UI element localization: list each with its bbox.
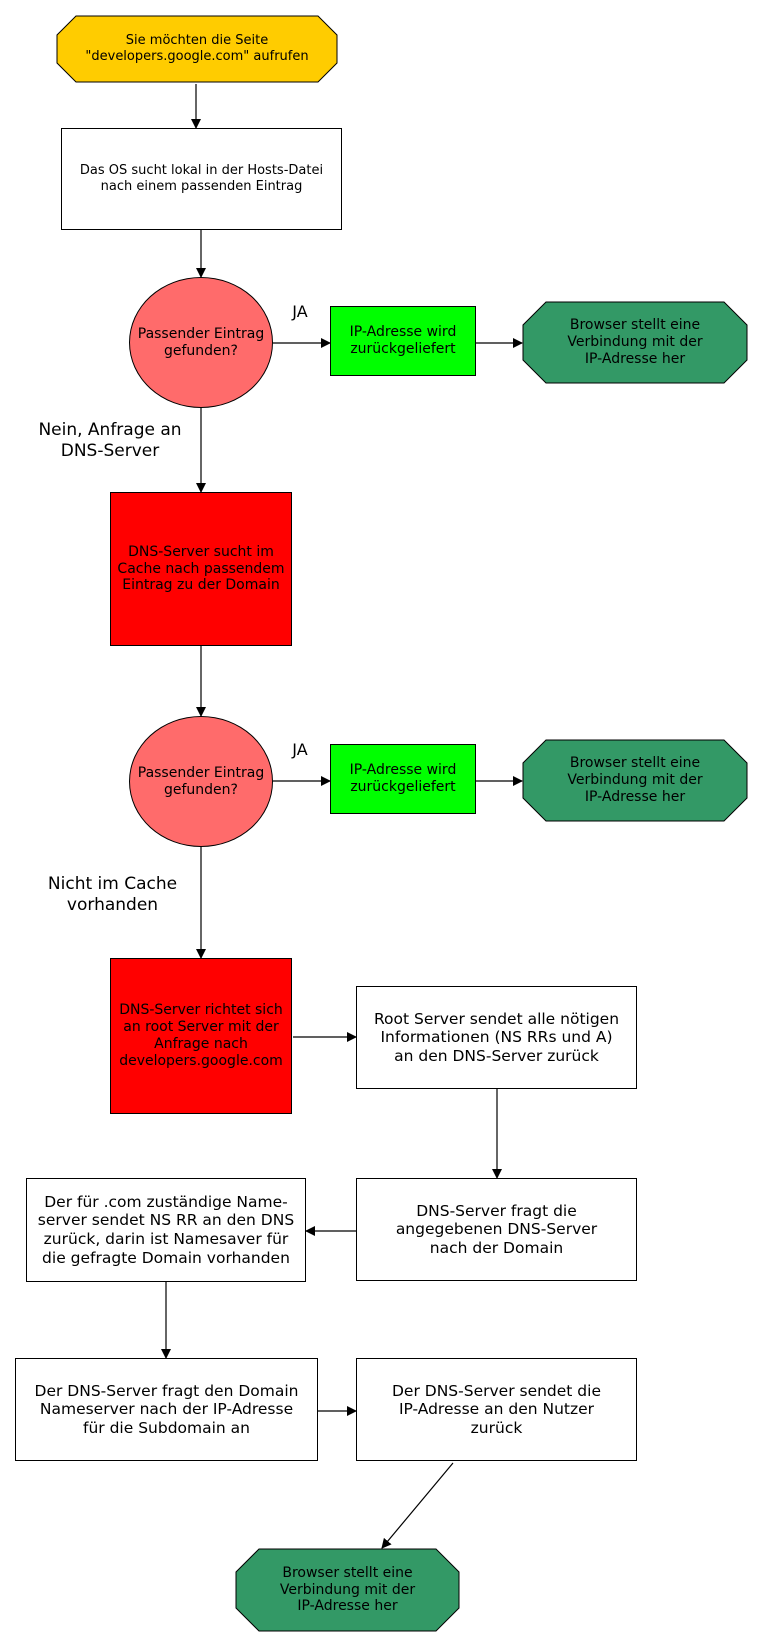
decision-1-label: Passender Eintrag gefunden? <box>137 325 265 359</box>
dns-cache-box: DNS-Server sucht im Cache nach passendem… <box>110 492 292 646</box>
dns-ask-label: DNS-Server fragt die angegebenen DNS-Ser… <box>395 1201 598 1257</box>
yes-1-label: JA <box>292 302 308 321</box>
no-1-label: Nein, Anfrage an DNS-Server <box>38 420 182 462</box>
browser-2-label: Browser stellt eine Verbindung mit der I… <box>567 755 703 805</box>
decision-2-circle: Passender Eintrag gefunden? <box>129 716 273 847</box>
browser-2-node: Browser stellt eine Verbindung mit der I… <box>522 739 748 822</box>
start-node: Sie möchten die Seite "developers.google… <box>56 15 338 83</box>
yes-2-label: JA <box>292 740 308 759</box>
hosts-lookup-box: Das OS sucht lokal in der Hosts-Datei na… <box>61 128 342 230</box>
start-label: Sie möchten die Seite "developers.google… <box>85 33 309 64</box>
no-2-label: Nicht im Cache vorhanden <box>47 874 178 916</box>
ip-return-1-label: IP-Adresse wird zurückgeliefert <box>349 324 457 357</box>
ip-return-1-box: IP-Adresse wird zurückgeliefert <box>330 306 476 376</box>
browser-1-label: Browser stellt eine Verbindung mit der I… <box>567 317 703 367</box>
dns-send-label: Der DNS-Server sendet die IP-Adresse an … <box>392 1381 601 1437</box>
root-reply-label: Root Server sendet alle nötigen Informat… <box>373 1009 620 1065</box>
com-nameserver-box: Der für .com zuständige Name- server sen… <box>26 1178 306 1282</box>
browser-3-node: Browser stellt eine Verbindung mit der I… <box>235 1548 460 1632</box>
dns-ask-box: DNS-Server fragt die angegebenen DNS-Ser… <box>356 1178 637 1281</box>
dns-root-request-box: DNS-Server richtet sich an root Server m… <box>110 958 292 1114</box>
arrow-send-to-browser3 <box>381 1462 454 1549</box>
dns-send-box: Der DNS-Server sendet die IP-Adresse an … <box>356 1358 637 1461</box>
browser-3-label: Browser stellt eine Verbindung mit der I… <box>279 1564 416 1615</box>
ip-return-2-box: IP-Adresse wird zurückgeliefert <box>330 744 476 814</box>
ip-return-2-label: IP-Adresse wird zurückgeliefert <box>349 762 457 795</box>
dns-root-request-label: DNS-Server richtet sich an root Server m… <box>119 1002 283 1069</box>
root-reply-box: Root Server sendet alle nötigen Informat… <box>356 986 637 1089</box>
browser-1-node: Browser stellt eine Verbindung mit der I… <box>522 301 748 384</box>
domain-ns-box: Der DNS-Server fragt den Domain Nameserv… <box>15 1358 318 1461</box>
decision-2-label: Passender Eintrag gefunden? <box>137 764 265 798</box>
com-nameserver-label: Der für .com zuständige Name- server sen… <box>37 1192 295 1267</box>
domain-ns-label: Der DNS-Server fragt den Domain Nameserv… <box>34 1381 299 1437</box>
hosts-lookup-label: Das OS sucht lokal in der Hosts-Datei na… <box>79 163 324 194</box>
dns-cache-label: DNS-Server sucht im Cache nach passendem… <box>117 543 285 594</box>
decision-1-circle: Passender Eintrag gefunden? <box>129 277 273 408</box>
